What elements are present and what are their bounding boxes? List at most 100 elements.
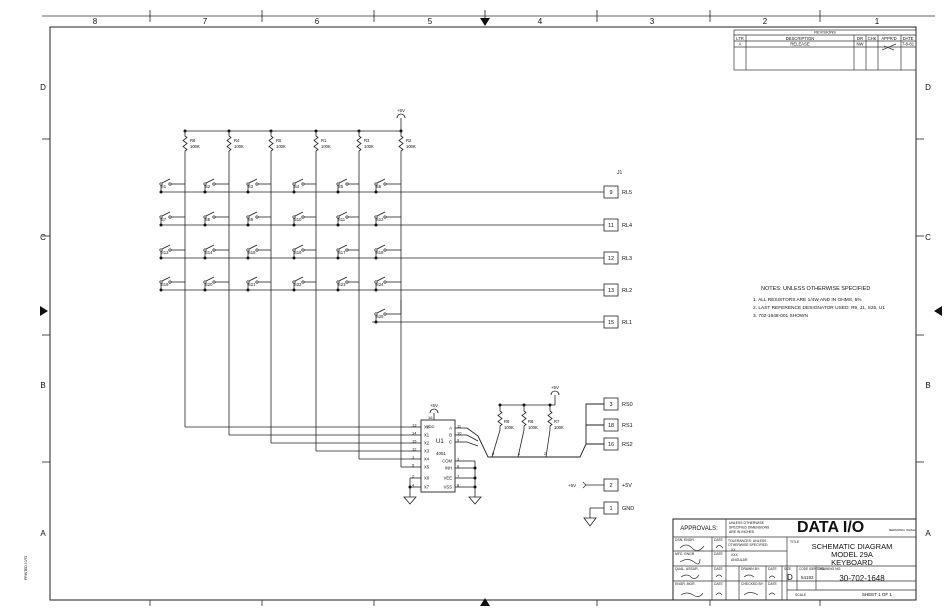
- switch-ref: S24: [376, 282, 384, 287]
- zone-column-label: 2: [763, 17, 768, 26]
- junction-dot: [473, 485, 477, 489]
- zone-column-label: 4: [538, 17, 543, 26]
- sheet-frame: [49, 26, 917, 601]
- bus-label: 0: [492, 451, 495, 456]
- ic-pin-number: 16: [428, 415, 433, 420]
- checked-date-label: DATE: [768, 582, 778, 586]
- select-wire: [545, 429, 551, 458]
- zone-column-label: 8: [93, 17, 98, 26]
- drawing-title-3: KEYBOARD: [831, 558, 873, 567]
- code-ident-label: CODE IDENT NO.: [799, 567, 825, 571]
- connector-pin-box: [603, 251, 619, 265]
- drawing-no-label: DRAWING NO.: [818, 567, 841, 571]
- connector-pin-box: [603, 185, 619, 199]
- tol-note-2: SPECIFIED DIMENSIONS: [729, 526, 770, 530]
- qa-date-label: DATE: [714, 567, 724, 571]
- vcc-label-select: +5V: [551, 385, 559, 390]
- revisions-title: REVISIONS: [814, 30, 836, 35]
- drawing-title-2: MODEL 29A: [831, 550, 873, 559]
- title-label: TITLE: [790, 540, 800, 544]
- resistor-ref: R3: [364, 138, 370, 143]
- resistor-ref: R1: [321, 138, 327, 143]
- connector-net-name: RS1: [622, 423, 633, 429]
- ic-ref: U1: [436, 439, 444, 445]
- ic-pin-name: X4: [424, 457, 430, 462]
- switch-ref: S14: [205, 250, 213, 255]
- ground-symbol: [468, 496, 482, 505]
- ic-pin-name: X0: [424, 425, 430, 430]
- ic-pin-name: X1: [424, 433, 430, 438]
- ic-pin-number: 4: [412, 483, 415, 488]
- junction-dot: [374, 190, 378, 194]
- resistor-value: 100K: [364, 144, 374, 149]
- switch-ref: S15: [248, 250, 256, 255]
- ic-pin-name: VDD: [426, 424, 435, 429]
- resistor-ref: R6: [190, 138, 196, 143]
- ic-pin-name: X3: [424, 449, 430, 454]
- connector-net-name: GND: [622, 506, 634, 512]
- junction-dot: [203, 190, 207, 194]
- switch-ref: S19: [161, 282, 169, 287]
- vcc-arrow-top: [396, 113, 406, 119]
- resistor: [226, 131, 232, 155]
- ic-pin-name: C: [449, 440, 452, 445]
- junction-dot: [159, 288, 163, 292]
- ic-body: [420, 419, 456, 493]
- connector-pin-number: 1: [609, 506, 612, 512]
- junction-dot: [246, 288, 250, 292]
- junction-dot: [336, 190, 340, 194]
- ground-symbol: [403, 496, 417, 505]
- resistor-value: 100K: [321, 144, 331, 149]
- resistor: [313, 131, 319, 155]
- switch-lever: [376, 276, 386, 282]
- switch-ref: S7: [161, 217, 167, 222]
- resistor: [497, 405, 503, 430]
- ic-pin-number: 7: [457, 474, 460, 479]
- switch-contact: [383, 280, 387, 284]
- ic-pin-number: 8: [457, 483, 460, 488]
- drawn-date-label: DATE: [768, 567, 778, 571]
- junction-dot: [336, 288, 340, 292]
- ic-pin-name: INH: [445, 466, 452, 471]
- resistor-value: 100K: [554, 425, 564, 430]
- revisions-header: LTR: [736, 36, 744, 41]
- resistor-value: 100K: [406, 144, 416, 149]
- revisions-header: DR: [857, 36, 863, 41]
- switch-contact: [168, 182, 172, 186]
- switch-lever: [248, 244, 258, 250]
- bus-label: 1: [518, 451, 521, 456]
- ic-vcc-arrow: [429, 408, 439, 414]
- margin-print-code: PRINTED 10/73: [24, 556, 28, 580]
- junction-dot: [246, 223, 250, 227]
- tolerance-4: XXX: [731, 553, 739, 557]
- switch-contact: [168, 280, 172, 284]
- ic-pin-number: 12: [412, 447, 417, 452]
- title-block: APPROVALS: UNLESS OTHERWISE SPECIFIED DI…: [672, 518, 917, 601]
- junction-dot: [203, 256, 207, 260]
- junction-dot: [292, 288, 296, 292]
- switch-contact: [383, 248, 387, 252]
- switch-lever: [248, 276, 258, 282]
- bottom-center-marker: [480, 598, 490, 606]
- ic-part: 4051: [436, 451, 447, 456]
- switch-lever: [248, 211, 258, 217]
- ic-pin-name: COM: [442, 459, 452, 464]
- switch-ref: S10: [294, 217, 302, 222]
- switch-ref: S16: [294, 250, 302, 255]
- notes-title: NOTES: UNLESS OTHERWISE SPECIFIED: [761, 286, 870, 292]
- connector-pin-number: 18: [608, 423, 614, 429]
- vcc-label-top: +5V: [397, 108, 405, 113]
- mfg-engr-label: MFG. ENGR.: [675, 552, 695, 556]
- ic-pin-name: X5: [424, 465, 430, 470]
- revisions-cell: NW: [857, 42, 864, 47]
- switch-contact: [383, 215, 387, 219]
- resistor-ref: R5: [276, 138, 282, 143]
- ic-pin-number: 13: [412, 423, 417, 428]
- switch-lever: [205, 276, 215, 282]
- switch-lever: [338, 244, 348, 250]
- junction-dot: [159, 256, 163, 260]
- switch-ref: S4: [294, 184, 300, 189]
- switch-lever: [205, 244, 215, 250]
